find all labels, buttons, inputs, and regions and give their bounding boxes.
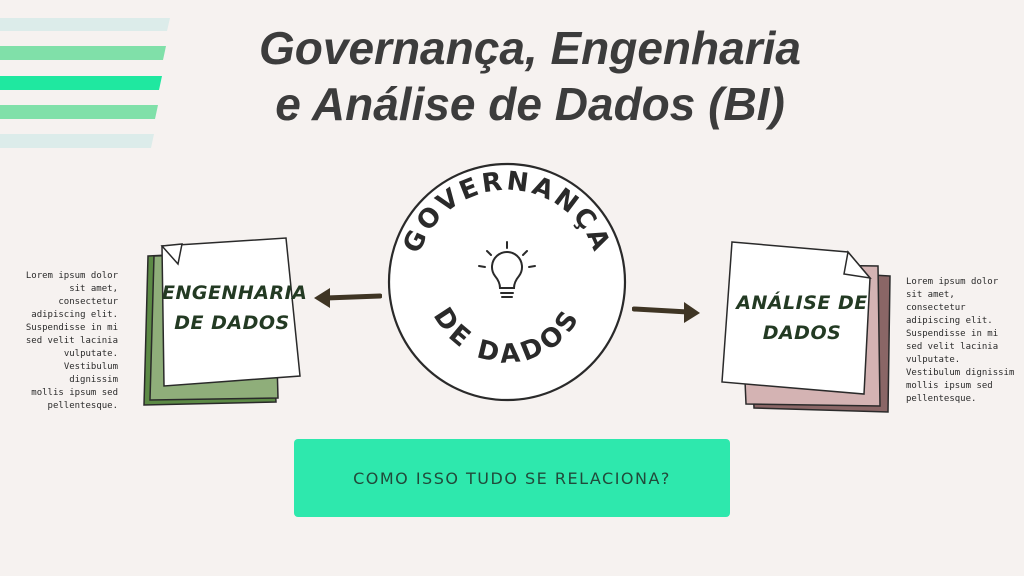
- lightbulb-icon: [478, 241, 536, 298]
- analise-label-line-2: DADOS: [762, 322, 842, 344]
- engenharia-description-line: Suspendisse in mi: [25, 323, 118, 333]
- analise-description-line: Vestibulum dignissim: [906, 368, 1015, 378]
- governance-circle: GOVERNANÇA DE DADOS: [387, 162, 627, 402]
- engenharia-description-line: pellentesque.: [47, 401, 118, 411]
- page-title: Governança, Engenharia e Análise de Dado…: [190, 20, 870, 132]
- engenharia-description-line: Lorem ipsum dolor: [25, 271, 118, 281]
- engenharia-description-line: mollis ipsum sed: [31, 388, 118, 398]
- analise-label: ANÁLISE DE DADOS: [732, 288, 872, 348]
- engenharia-label: ENGENHARIA DE DADOS: [162, 278, 308, 338]
- analise-description-line: pellentesque.: [906, 394, 977, 404]
- engenharia-label-line-2: DE DADOS: [174, 312, 290, 334]
- analise-description-line: Suspendisse in mi: [906, 329, 999, 339]
- decorative-stripes: [0, 18, 170, 148]
- analise-description-line: vulputate.: [906, 355, 961, 365]
- analise-description-line: sed velit lacinia: [906, 342, 999, 352]
- arrow-right-icon: [632, 302, 700, 323]
- analise-description-line: sit amet,: [906, 290, 955, 300]
- engenharia-label-line-1: ENGENHARIA: [162, 282, 308, 304]
- analise-description: Lorem ipsum dolor sit amet, consectetur adi…: [906, 276, 1018, 406]
- engenharia-note: ENGENHARIA DE DADOS: [140, 230, 310, 415]
- engenharia-description-line: sed velit lacinia: [25, 336, 118, 346]
- analise-description-line: consectetur: [906, 303, 966, 313]
- title-line-2: e Análise de Dados (BI): [275, 78, 785, 130]
- engenharia-description-line: consectetur: [58, 297, 118, 307]
- analise-description-line: adipiscing elit.: [906, 316, 993, 326]
- cta-button[interactable]: COMO ISSO TUDO SE RELACIONA?: [294, 439, 730, 517]
- analise-label-line-1: ANÁLISE DE: [736, 292, 868, 314]
- note-stack-left: [143, 237, 301, 406]
- engenharia-description: Lorem ipsum dolor sit amet, consectetur adi…: [18, 270, 118, 413]
- note-stack-right: [721, 241, 891, 413]
- analise-description-line: mollis ipsum sed: [906, 381, 993, 391]
- analise-description-line: Lorem ipsum dolor: [906, 277, 999, 287]
- arrow-left-icon: [314, 288, 382, 308]
- engenharia-description-line: adipiscing elit.: [31, 310, 118, 320]
- engenharia-description-line: Vestibulum dignissim: [63, 362, 118, 385]
- engenharia-description-line: sit amet,: [69, 284, 118, 294]
- title-line-1: Governança, Engenharia: [259, 22, 801, 74]
- analise-note: ANÁLISE DE DADOS: [718, 240, 898, 420]
- engenharia-description-line: vulputate.: [63, 349, 118, 359]
